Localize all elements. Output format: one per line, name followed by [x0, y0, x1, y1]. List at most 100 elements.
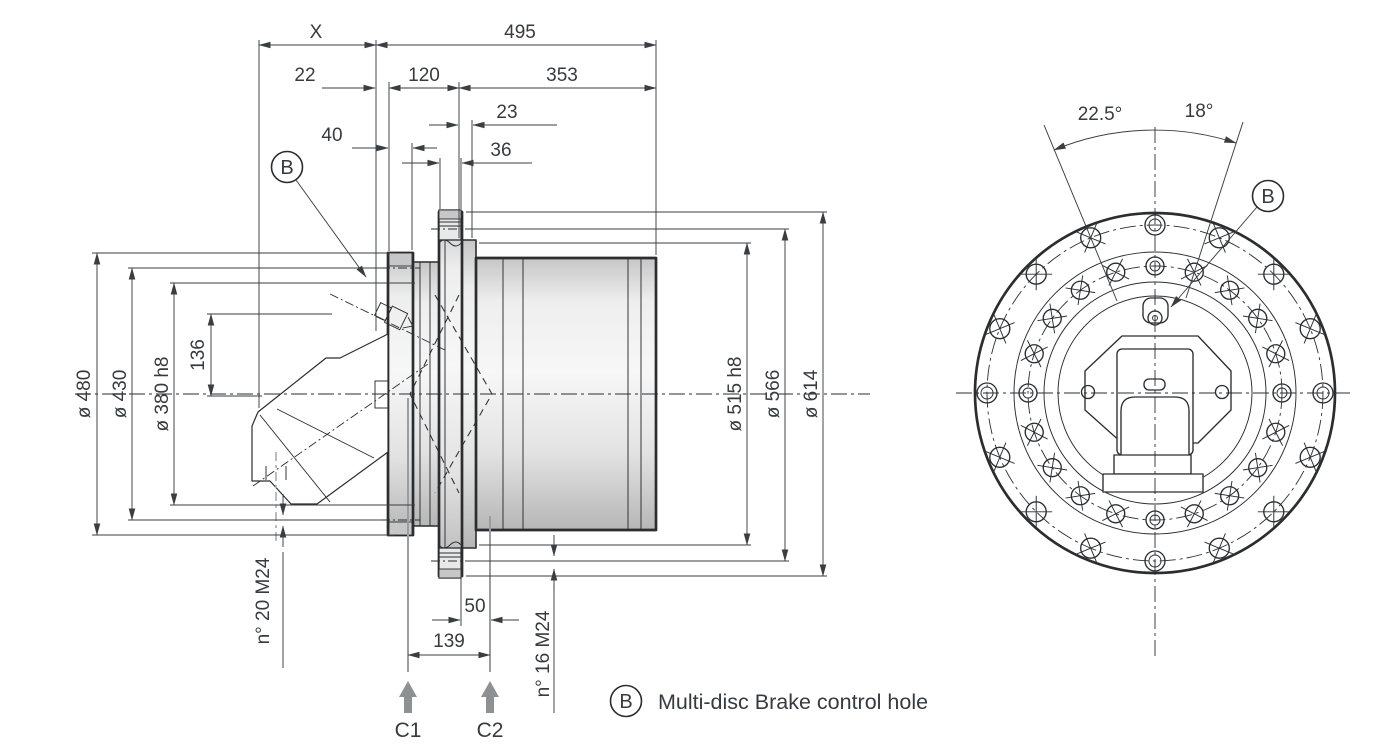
angle-line-right	[1185, 121, 1244, 299]
dim-495-label: 495	[504, 22, 536, 43]
bolt-hole	[1299, 318, 1321, 340]
motor-axis-centerline	[252, 363, 429, 487]
center-slot	[1143, 378, 1166, 391]
balloon-b-front: B	[1170, 179, 1285, 308]
bolt-hole	[1219, 486, 1240, 506]
angle-arc	[1053, 129, 1237, 151]
n20-m24-label: n° 20 M24	[253, 557, 274, 644]
balloon-b-side: B	[270, 150, 367, 278]
bolt-hole	[1184, 504, 1204, 524]
bolt-hole	[1208, 227, 1230, 249]
bolt-hole-cross	[1075, 541, 1106, 555]
bolt-hole	[1070, 280, 1091, 300]
balloon-circle	[270, 150, 304, 184]
bolt-hole	[1080, 227, 1102, 249]
wheel-stud-top	[431, 209, 471, 247]
side-hole-right	[1214, 384, 1230, 400]
dim-136-label: 136	[188, 339, 209, 371]
legend: B Multi-disc Brake control hole	[609, 684, 928, 718]
bolt-hole	[1070, 486, 1091, 506]
motor-edge	[259, 414, 331, 503]
dim-139: 139	[407, 631, 491, 659]
dim-50-label: 50	[464, 596, 485, 617]
hydraulic-motor-outline	[251, 333, 429, 543]
angle-18-label: 18°	[1185, 101, 1214, 122]
bolt-hole	[1219, 280, 1240, 300]
bolt-hole-cross	[1262, 346, 1290, 361]
bolt-hole-cross	[993, 313, 1007, 344]
dim-22-label: 22	[294, 65, 315, 86]
left-diameter-dimensions: ø 480 ø 430 ø 380 h8 136	[74, 252, 415, 536]
wheel-stud-bottom	[431, 541, 471, 579]
dim-22: 22	[294, 65, 376, 92]
c1-label: C1	[395, 719, 422, 742]
bolt-hole-cross	[1212, 533, 1226, 564]
balloon-circle	[1251, 179, 1285, 213]
dim-x-label: X	[310, 22, 323, 43]
motor-flange-bolts	[381, 252, 420, 536]
bolt-hole-cross	[1204, 231, 1235, 245]
c1-arrow	[399, 681, 417, 713]
dim-dia480-label: ø 480	[74, 370, 95, 419]
bolt-hole-cross	[1242, 315, 1273, 322]
dim-dia430-label: ø 430	[110, 370, 131, 419]
legend-balloon-label: B	[619, 691, 632, 713]
bolt-hole	[1024, 422, 1044, 442]
dim-120: 120	[388, 65, 460, 92]
bolt-hole	[1248, 308, 1268, 329]
dim-dia566-label: ø 566	[763, 370, 784, 419]
dim-36: 36	[402, 140, 532, 167]
bolt-hole	[1266, 422, 1286, 442]
bottom-dimensions: 50 139 n° 20 M24 n° 16 M24	[253, 494, 558, 713]
balloon-b-front-label: B	[1261, 186, 1274, 208]
bolt-hole-cross	[1065, 492, 1096, 499]
motor-shaft-stub	[374, 380, 389, 409]
brake-hole-front	[1142, 297, 1169, 326]
legend-balloon-circle	[609, 684, 643, 718]
right-diameter-dimensions: ø 515 h8 ø 566 ø 614	[466, 211, 827, 577]
bolt-hole	[1266, 344, 1286, 364]
bolt-hole-cross	[1077, 275, 1084, 306]
bolt-hole-cross	[1254, 452, 1261, 483]
bolt-hole-cross	[1295, 322, 1326, 336]
bolt-hole	[1184, 262, 1204, 282]
dim-36-label: 36	[490, 140, 511, 161]
center-motor-mount	[1080, 335, 1232, 493]
bolt-hole-cross	[1187, 500, 1202, 528]
bolt-hole-cross	[1268, 418, 1284, 446]
bolt-ring-wheel-studs	[976, 214, 1334, 572]
bolt-hole-cross	[1020, 425, 1048, 440]
dim-dia380-label: ø 380 h8	[152, 357, 173, 432]
bolt-hole-cross	[1108, 258, 1123, 286]
dim-139-label: 139	[433, 631, 465, 652]
balloon-b-side-label: B	[280, 157, 293, 179]
dim-353: 353	[458, 65, 657, 92]
bolt-hole	[1248, 457, 1268, 478]
bolt-hole	[1106, 504, 1126, 524]
bolt-hole-cross	[1037, 464, 1068, 471]
angle-225-label: 22.5°	[1078, 104, 1123, 125]
dim-120-label: 120	[408, 65, 440, 86]
bolt-hole	[1080, 537, 1102, 559]
brake-control-plug	[329, 293, 446, 351]
callout-n16-m24: n° 16 M24	[533, 535, 558, 713]
mount-base	[1102, 473, 1204, 493]
legend-text: Multi-disc Brake control hole	[658, 690, 928, 714]
dim-23-label: 23	[496, 102, 517, 123]
callout-n20-m24: n° 20 M24	[253, 494, 287, 668]
bolt-hole	[989, 446, 1011, 468]
bolt-hole	[1299, 446, 1321, 468]
bolt-hole	[1042, 457, 1062, 478]
dim-40-label: 40	[321, 125, 342, 146]
angle-dimensions: 22.5° 18°	[1043, 101, 1244, 302]
dim-dia614-label: ø 614	[801, 369, 822, 418]
plug-axis	[329, 293, 446, 351]
motor-body	[251, 333, 389, 505]
angle-line-left	[1043, 124, 1118, 302]
bolt-hole-cross	[984, 450, 1015, 464]
bolt-hole	[1042, 308, 1062, 329]
front-view: 22.5° 18° B	[956, 101, 1353, 659]
side-section-view: C1 C2 X 495 22	[74, 22, 870, 742]
